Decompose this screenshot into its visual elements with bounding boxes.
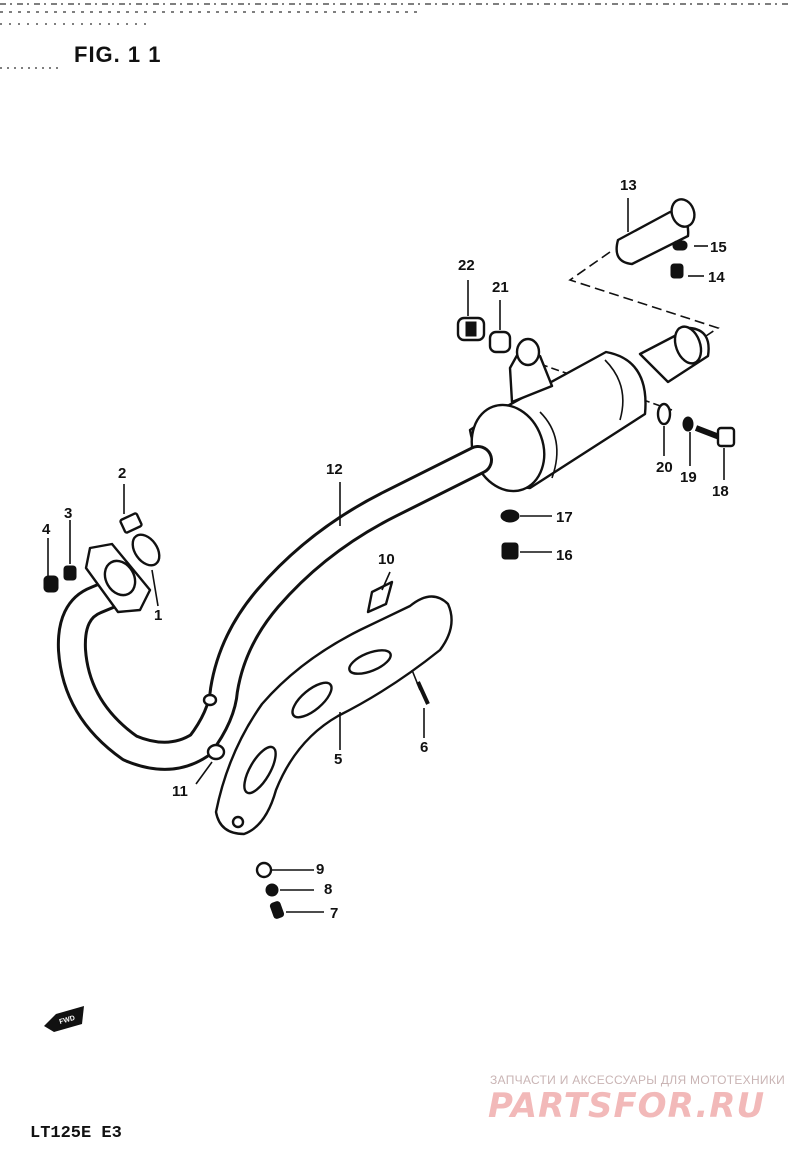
watermark-subtitle: ЗАПЧАСТИ И АКСЕССУАРЫ ДЛЯ МОТОТЕХНИКИ: [490, 1073, 786, 1087]
callout-2: 2: [118, 465, 126, 482]
callout-7: 7: [330, 905, 338, 922]
scan-noise: [0, 3, 790, 69]
callout-15: 15: [710, 239, 727, 256]
callout-18: 18: [712, 483, 729, 500]
callout-16: 16: [556, 547, 573, 564]
alignment-line: [568, 251, 720, 341]
callout-5: 5: [334, 751, 342, 768]
heat-shield: [214, 595, 453, 836]
callout-13: 13: [620, 177, 637, 194]
callout-22: 22: [458, 257, 475, 274]
callout-17: 17: [556, 509, 573, 526]
callout-9: 9: [316, 861, 324, 878]
callout-12: 12: [326, 461, 343, 478]
exhaust-pipe: [56, 445, 493, 771]
callout-21: 21: [492, 279, 509, 296]
callout-4: 4: [42, 521, 51, 538]
callout-1: 1: [154, 607, 162, 624]
callout-19: 19: [680, 469, 697, 486]
callouts: 13 15 14 22 21 20 19 18 17 16 12 2 3 4 1…: [42, 177, 729, 922]
fwd-label: FWD: [59, 1015, 76, 1026]
callout-6: 6: [420, 739, 428, 756]
callout-20: 20: [656, 459, 673, 476]
figure-title: FIG. 1 1: [74, 42, 162, 67]
callout-10: 10: [378, 551, 395, 568]
callout-11: 11: [172, 783, 188, 800]
leader-lines: [47, 198, 725, 913]
callout-8: 8: [324, 881, 332, 898]
fwd-arrow-icon: FWD: [44, 1006, 84, 1032]
watermark-brand: PARTSFOR.RU: [488, 1086, 766, 1126]
hardware: [43, 198, 736, 919]
model-label: LT125E E3: [30, 1124, 122, 1143]
callout-14: 14: [708, 269, 725, 286]
callout-3: 3: [64, 505, 72, 522]
